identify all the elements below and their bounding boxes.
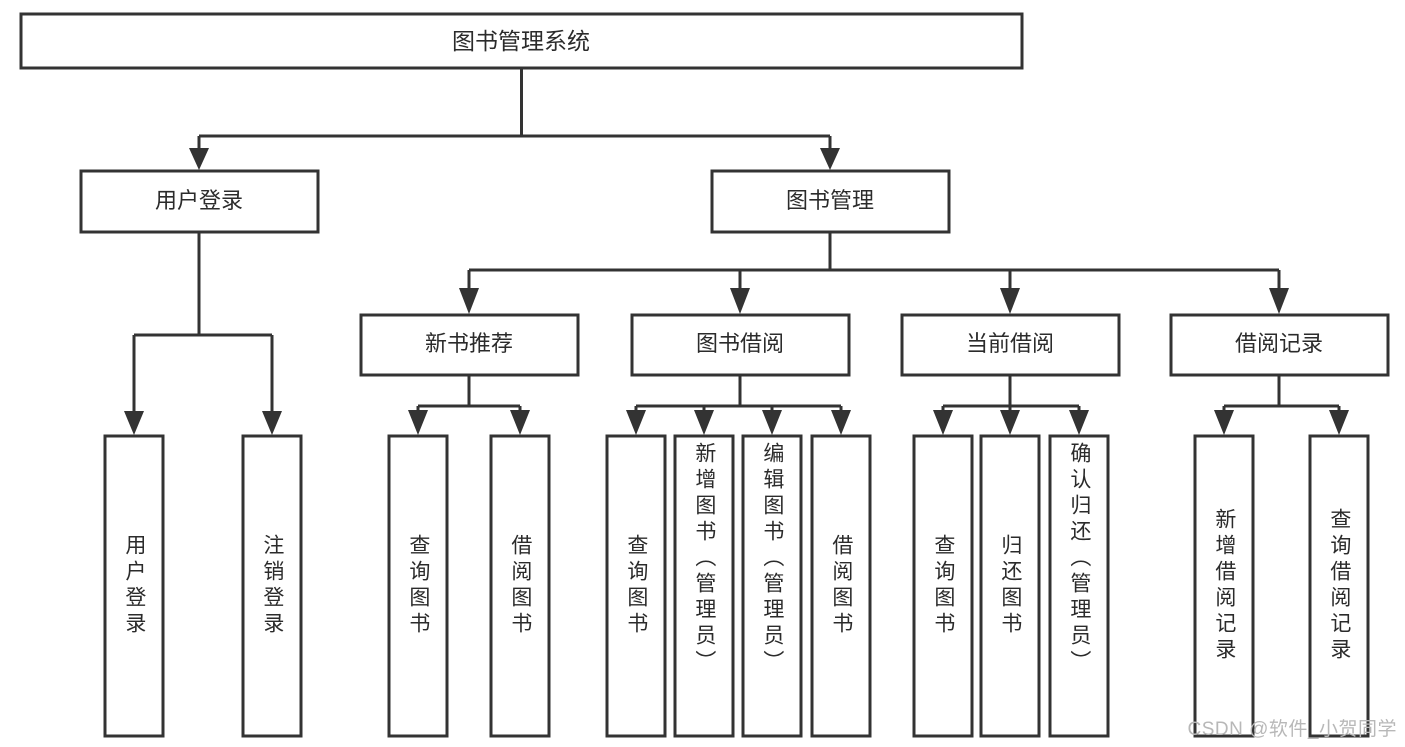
arrow-head-bb-0 xyxy=(626,410,646,435)
arrow-head-cb-1 xyxy=(1000,410,1020,435)
node-new-book-recommend[interactable]: 新书推荐 xyxy=(359,313,580,377)
node-user-login-box[interactable] xyxy=(79,169,320,234)
leaf-box-current-borrow-2[interactable] xyxy=(1048,434,1110,738)
node-new-book-recommend-label: 新书推荐 xyxy=(425,331,513,356)
node-book-manage-label: 图书管理 xyxy=(786,188,874,213)
leaf-box-book-borrow-1[interactable] xyxy=(673,434,735,738)
leaf-box-layer xyxy=(103,434,1370,738)
node-current-borrow-box[interactable] xyxy=(900,313,1121,377)
leaf-box-user-login-0[interactable] xyxy=(103,434,165,738)
node-book-borrow[interactable]: 图书借阅 xyxy=(630,313,851,377)
leaf-box-new-book-0[interactable] xyxy=(387,434,449,738)
node-new-book-recommend-box[interactable] xyxy=(359,313,580,377)
leaf-box-new-book-1[interactable] xyxy=(489,434,551,738)
arrow-head-ul-0 xyxy=(124,411,144,435)
node-borrow-record-box[interactable] xyxy=(1169,313,1390,377)
node-book-borrow-box[interactable] xyxy=(630,313,851,377)
node-book-manage[interactable]: 图书管理 xyxy=(710,169,951,234)
leaf-box-user-login-1[interactable] xyxy=(241,434,303,738)
node-root[interactable]: 图书管理系统 xyxy=(19,12,1024,70)
arrow-head-l3-2 xyxy=(1000,288,1020,314)
node-borrow-record[interactable]: 借阅记录 xyxy=(1169,313,1390,377)
arrow-head-user-login xyxy=(189,148,209,170)
csdn-watermark: CSDN @软件_小贺同学 xyxy=(1187,719,1397,740)
node-current-borrow[interactable]: 当前借阅 xyxy=(900,313,1121,377)
arrow-head-nb-0 xyxy=(408,410,428,435)
leaf-box-borrow-record-0[interactable] xyxy=(1193,434,1255,738)
leaf-box-book-borrow-0[interactable] xyxy=(605,434,667,738)
node-root-label: 图书管理系统 xyxy=(452,28,590,54)
node-user-login-label: 用户登录 xyxy=(155,188,243,213)
arrow-head-bb-3 xyxy=(831,410,851,435)
arrow-head-nb-1 xyxy=(510,410,530,435)
leaf-box-current-borrow-0[interactable] xyxy=(912,434,974,738)
node-user-login[interactable]: 用户登录 xyxy=(79,169,320,234)
arrow-head-cb-0 xyxy=(933,410,953,435)
node-current-borrow-label: 当前借阅 xyxy=(966,331,1054,356)
arrow-head-cb-2 xyxy=(1069,410,1089,435)
node-borrow-record-label: 借阅记录 xyxy=(1235,331,1323,356)
connector-layer xyxy=(124,68,1349,435)
arrow-head-br-0 xyxy=(1214,410,1234,435)
arrow-head-l3-0 xyxy=(459,288,479,314)
leaf-box-current-borrow-1[interactable] xyxy=(979,434,1041,738)
arrow-head-ul-1 xyxy=(262,411,282,435)
arrow-head-l3-3 xyxy=(1269,288,1289,314)
leaf-box-book-borrow-3[interactable] xyxy=(810,434,872,738)
arrow-head-bb-1 xyxy=(694,410,714,435)
arrow-head-book-manage xyxy=(820,148,840,170)
node-root-box[interactable] xyxy=(19,12,1024,70)
arrow-head-l3-1 xyxy=(730,288,750,314)
node-book-manage-box[interactable] xyxy=(710,169,951,234)
leaf-box-borrow-record-1[interactable] xyxy=(1308,434,1370,738)
node-book-borrow-label: 图书借阅 xyxy=(696,331,784,356)
arrow-head-bb-2 xyxy=(762,410,782,435)
arrow-head-br-1 xyxy=(1329,410,1349,435)
leaf-box-book-borrow-2[interactable] xyxy=(741,434,803,738)
